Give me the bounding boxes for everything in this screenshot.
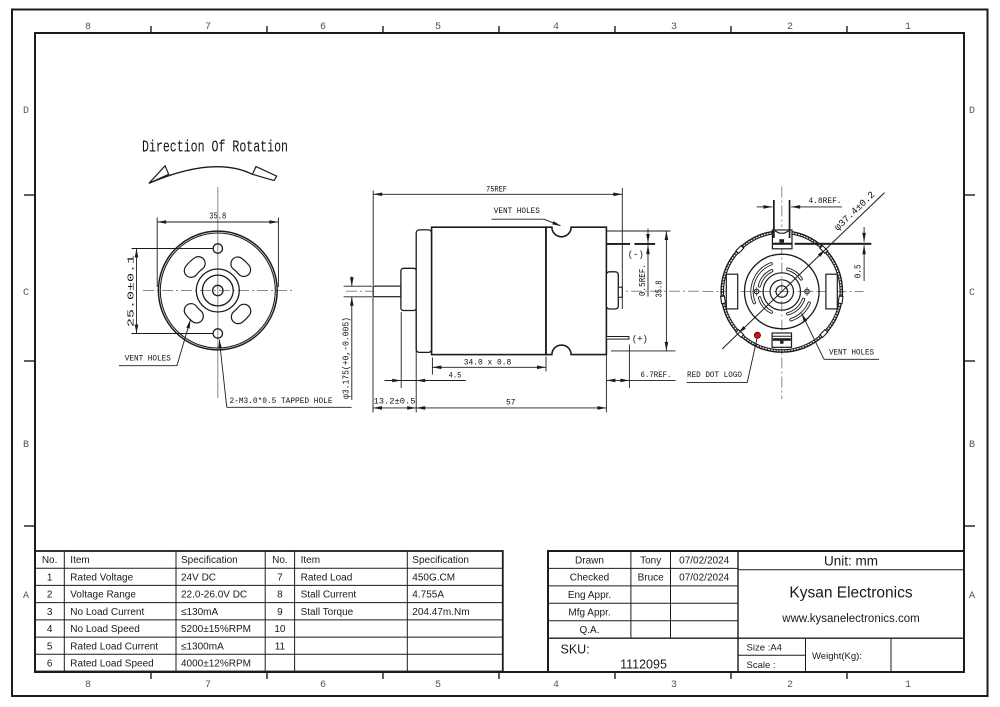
svg-text:7: 7 (277, 572, 283, 583)
svg-text:Voltage Range: Voltage Range (70, 590, 136, 601)
svg-text:6: 6 (320, 680, 326, 691)
svg-text:4.8REF.: 4.8REF. (809, 196, 842, 206)
svg-text:C: C (23, 288, 29, 299)
svg-text:Weight(Kg):: Weight(Kg): (812, 651, 862, 662)
svg-text:6.7REF.: 6.7REF. (641, 370, 672, 380)
svg-text:Mfg Appr.: Mfg Appr. (568, 608, 610, 619)
svg-text:Kysan Electronics: Kysan Electronics (789, 585, 912, 602)
svg-text:No Load Current: No Load Current (70, 607, 144, 618)
svg-text:Eng Appr.: Eng Appr. (568, 590, 611, 601)
svg-text:8: 8 (277, 590, 283, 601)
svg-text:C: C (969, 288, 975, 299)
svg-text:Rated Voltage: Rated Voltage (70, 572, 133, 583)
svg-text:Drawn: Drawn (575, 555, 604, 566)
svg-text:VENT HOLES: VENT HOLES (125, 354, 171, 364)
svg-text:35.8: 35.8 (209, 212, 226, 222)
svg-text:7: 7 (205, 680, 211, 691)
svg-text:4000±12%RPM: 4000±12%RPM (181, 659, 251, 670)
svg-text:D: D (969, 106, 975, 117)
svg-text:2-M3.0*0.5 TAPPED HOLE: 2-M3.0*0.5 TAPPED HOLE (230, 396, 333, 406)
svg-text:No Load Speed: No Load Speed (70, 624, 140, 635)
svg-text:Stall Current: Stall Current (301, 590, 357, 601)
svg-text:4.755A: 4.755A (412, 590, 444, 601)
svg-text:≤1300mA: ≤1300mA (181, 641, 224, 652)
svg-text:4.5: 4.5 (449, 370, 462, 380)
svg-text:0.5REF.: 0.5REF. (638, 264, 648, 296)
svg-text:8: 8 (85, 680, 91, 691)
svg-text:Tony: Tony (640, 555, 661, 566)
svg-text:5200±15%RPM: 5200±15%RPM (181, 624, 251, 635)
svg-text:4: 4 (553, 680, 559, 691)
svg-text:5: 5 (47, 641, 53, 652)
svg-text:07/02/2024: 07/02/2024 (679, 555, 729, 566)
svg-text:Unit: mm: Unit: mm (824, 554, 878, 569)
svg-text:B: B (969, 440, 975, 451)
svg-text:B: B (23, 440, 29, 451)
svg-text:5: 5 (435, 22, 441, 33)
svg-text:204.47m.Nm: 204.47m.Nm (412, 607, 469, 618)
svg-text:0.5: 0.5 (853, 264, 864, 278)
svg-text:Bruce: Bruce (638, 573, 665, 584)
svg-text:2: 2 (787, 680, 793, 691)
svg-text:9: 9 (277, 607, 283, 618)
svg-text:450G.CM: 450G.CM (412, 572, 455, 583)
svg-text:13.2±0.5: 13.2±0.5 (374, 397, 416, 407)
svg-text:25.0±0.1: 25.0±0.1 (127, 255, 137, 327)
svg-text:24V DC: 24V DC (181, 572, 216, 583)
svg-text:RED DOT LOGO: RED DOT LOGO (687, 370, 742, 380)
svg-text:VENT HOLES: VENT HOLES (494, 206, 540, 216)
svg-text:No.: No. (272, 555, 288, 566)
svg-text:2: 2 (47, 590, 53, 601)
svg-text:Checked: Checked (570, 573, 609, 584)
svg-text:Rated Load Speed: Rated Load Speed (70, 659, 153, 670)
svg-text:35.8: 35.8 (655, 281, 665, 298)
svg-text:10: 10 (274, 624, 286, 635)
svg-text:3: 3 (47, 607, 53, 618)
svg-text:22.0-26.0V DC: 22.0-26.0V DC (181, 590, 247, 601)
svg-text:3: 3 (671, 22, 677, 33)
svg-text:www.kysanelectronics.com: www.kysanelectronics.com (781, 613, 919, 625)
svg-text:3: 3 (671, 680, 677, 691)
svg-text:Rated Load: Rated Load (301, 572, 353, 583)
svg-text:VENT HOLES: VENT HOLES (829, 347, 874, 357)
svg-text:11: 11 (275, 641, 286, 652)
svg-text:2: 2 (787, 22, 793, 33)
svg-text:Q.A.: Q.A. (579, 625, 599, 636)
svg-text:A: A (969, 591, 975, 602)
svg-text:Item: Item (70, 555, 89, 566)
svg-text:(+): (+) (632, 334, 648, 345)
svg-text:57: 57 (506, 397, 516, 407)
svg-text:1: 1 (905, 680, 911, 691)
svg-text:Specification: Specification (181, 555, 238, 566)
svg-text:D: D (23, 106, 29, 117)
svg-text:1: 1 (47, 572, 53, 583)
svg-text:A: A (23, 591, 29, 602)
svg-text:07/02/2024: 07/02/2024 (679, 573, 729, 584)
svg-text:7: 7 (205, 22, 211, 33)
svg-text:6: 6 (320, 22, 326, 33)
svg-text:5: 5 (435, 680, 441, 691)
svg-text:4: 4 (47, 624, 53, 635)
svg-text:Stall Torque: Stall Torque (301, 607, 354, 618)
svg-text:1112095: 1112095 (620, 658, 667, 672)
svg-text:SKU:: SKU: (561, 643, 590, 657)
svg-text:No.: No. (42, 555, 58, 566)
svg-text:Size :A4: Size :A4 (747, 643, 782, 654)
svg-text:4: 4 (553, 22, 559, 33)
svg-text:34.0 x 0.8: 34.0 x 0.8 (464, 357, 512, 367)
svg-text:φ3.175(+0,-0.005): φ3.175(+0,-0.005) (342, 317, 352, 399)
svg-text:1: 1 (905, 22, 911, 33)
svg-text:(-): (-) (628, 249, 644, 260)
svg-text:Scale :: Scale : (747, 660, 776, 671)
svg-text:Item: Item (301, 555, 320, 566)
svg-text:Rated Load Current: Rated Load Current (70, 641, 158, 652)
svg-text:75REF: 75REF (486, 184, 507, 194)
svg-text:Specification: Specification (412, 555, 469, 566)
svg-text:Direction Of Rotation: Direction Of Rotation (142, 139, 288, 158)
svg-text:8: 8 (85, 22, 91, 33)
svg-text:6: 6 (47, 659, 53, 670)
svg-text:≤130mA: ≤130mA (181, 607, 219, 618)
